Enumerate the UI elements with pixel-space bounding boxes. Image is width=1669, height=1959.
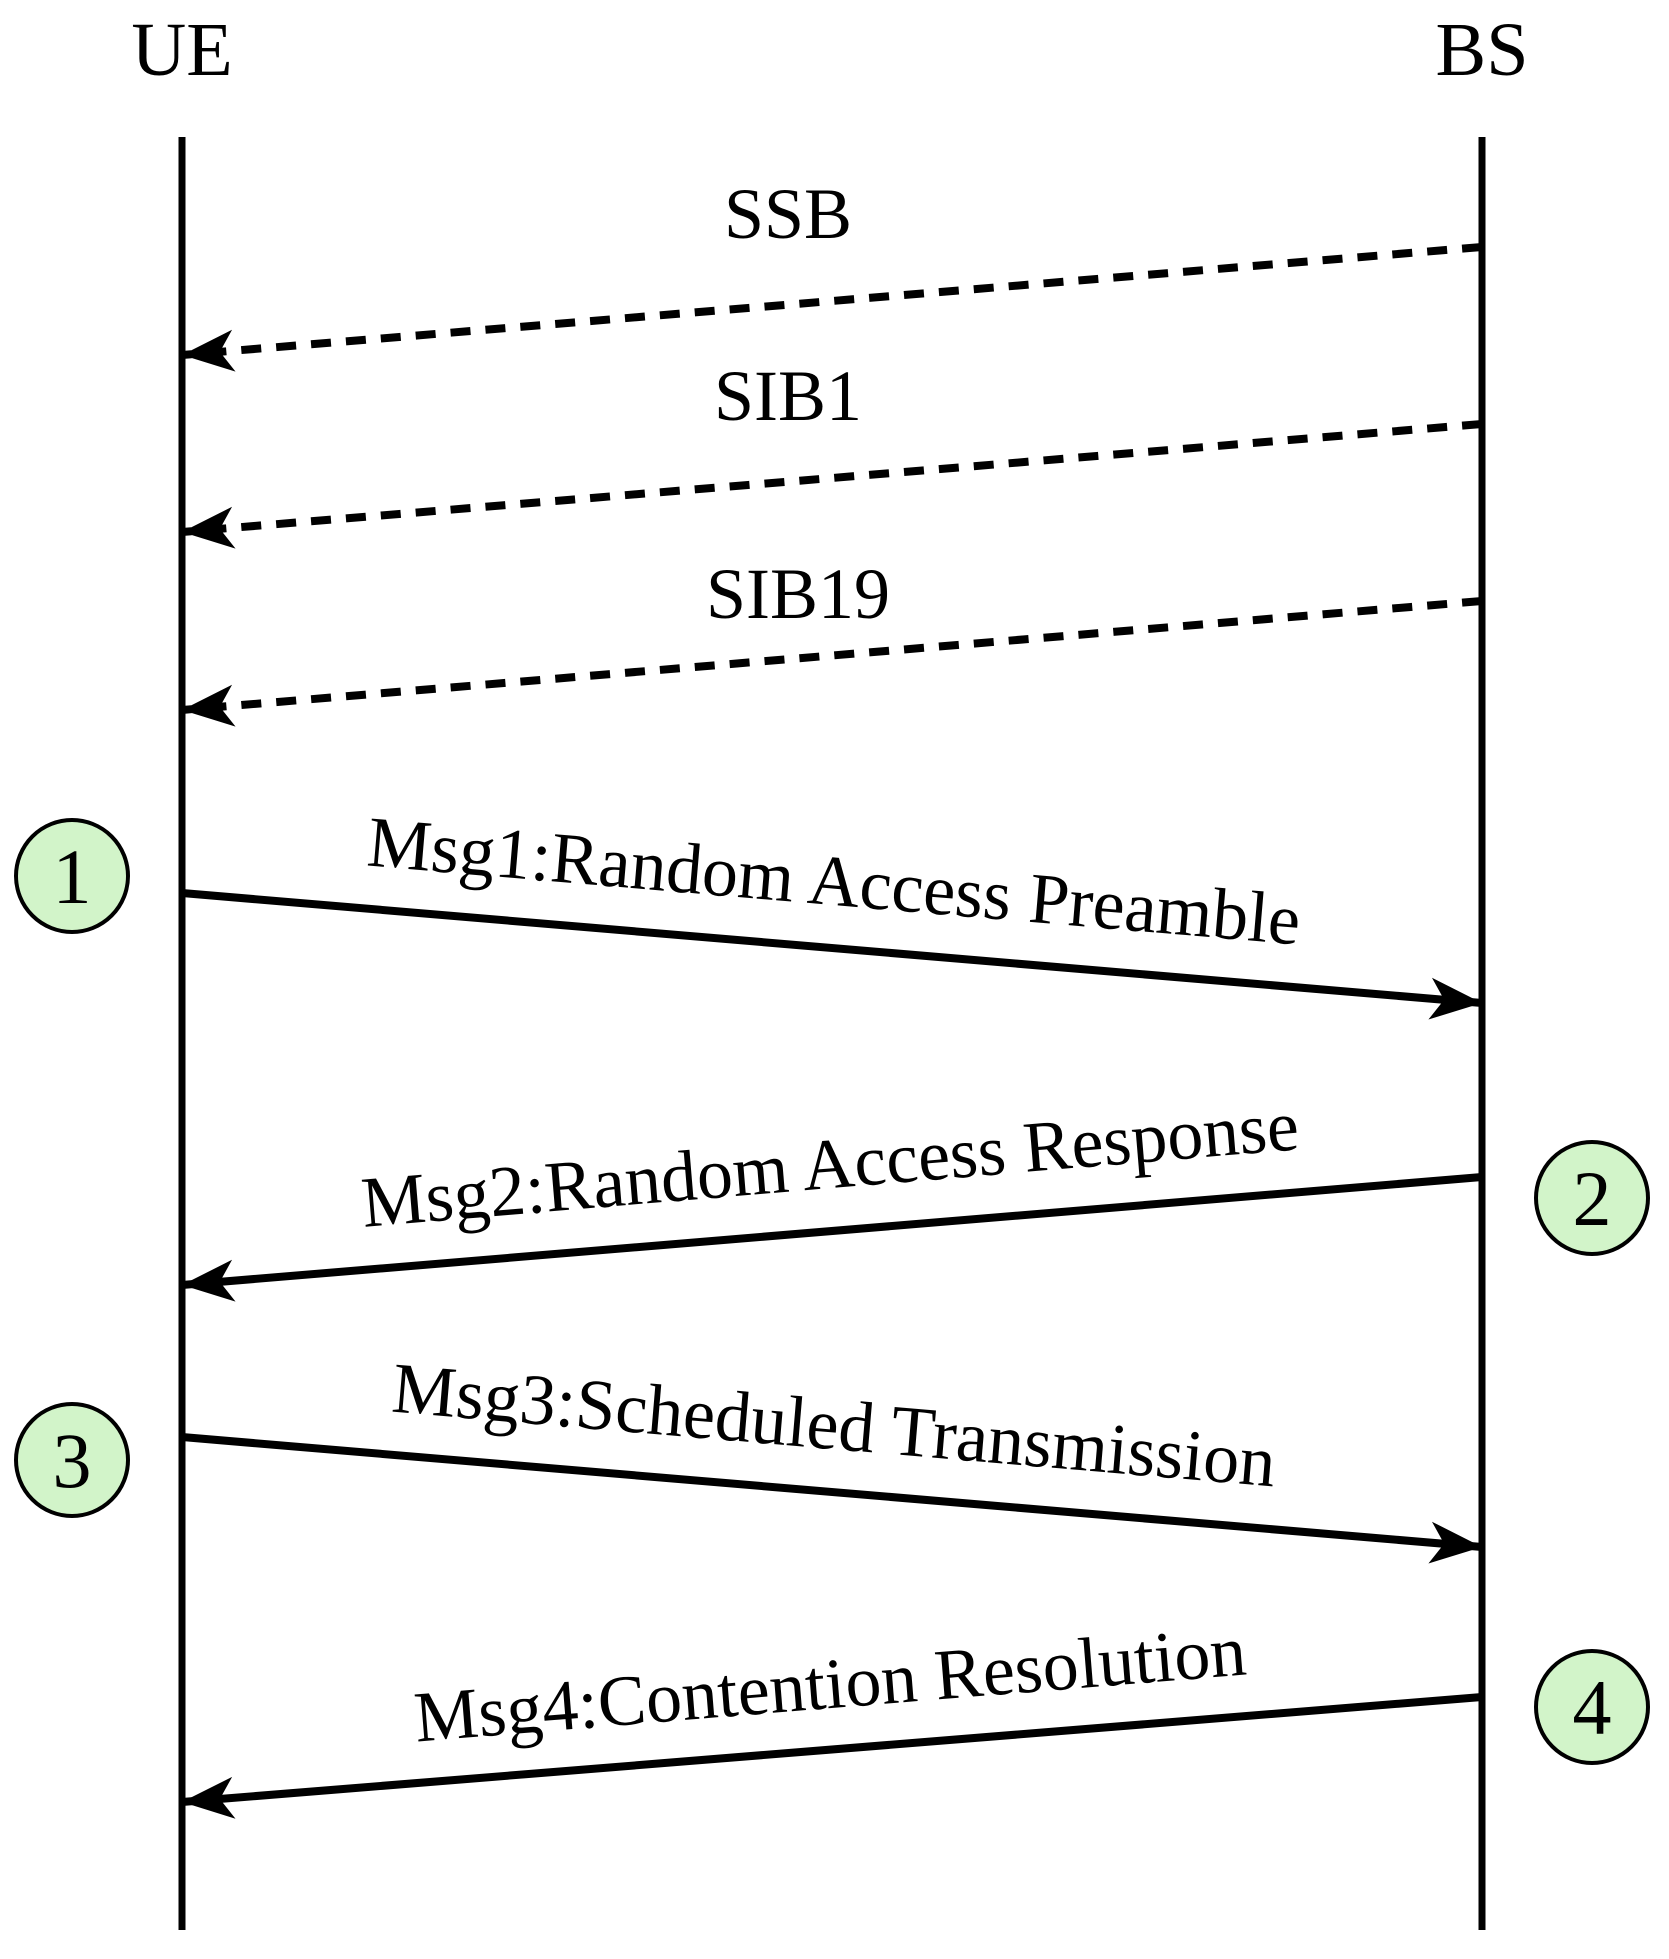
step-circle-2 bbox=[1534, 1140, 1650, 1256]
message-label-msg4: Msg4:Contention Resolution bbox=[411, 1611, 1249, 1758]
step-number-4: 4 bbox=[1573, 1664, 1612, 1751]
actor-label-bs: BS bbox=[1436, 8, 1529, 92]
step-circle-3 bbox=[14, 1402, 130, 1518]
step-circle-1 bbox=[14, 818, 130, 934]
message-label-sib1: SIB1 bbox=[714, 356, 862, 436]
step-circle-4 bbox=[1534, 1649, 1650, 1765]
message-line-msg2 bbox=[181, 1173, 1483, 1302]
message-label-msg3: Msg3:Scheduled Transmission bbox=[389, 1348, 1279, 1503]
message-line-ssb bbox=[181, 243, 1483, 372]
actor-label-ue: UE bbox=[131, 8, 232, 92]
message-line-sib1 bbox=[181, 420, 1483, 549]
message-label-sib19: SIB19 bbox=[706, 554, 890, 634]
message-label-msg1: Msg1:Random Access Preamble bbox=[364, 802, 1303, 961]
message-line-msg1 bbox=[181, 889, 1483, 1020]
step-number-3: 3 bbox=[53, 1417, 92, 1504]
message-label-ssb: SSB bbox=[724, 174, 852, 254]
message-line-sib19 bbox=[181, 597, 1483, 727]
message-line-msg4 bbox=[181, 1693, 1483, 1819]
message-line-msg3 bbox=[181, 1433, 1483, 1564]
step-number-2: 2 bbox=[1573, 1155, 1612, 1242]
message-label-msg2: Msg2:Random Access Response bbox=[358, 1085, 1301, 1243]
step-number-1: 1 bbox=[53, 833, 92, 920]
